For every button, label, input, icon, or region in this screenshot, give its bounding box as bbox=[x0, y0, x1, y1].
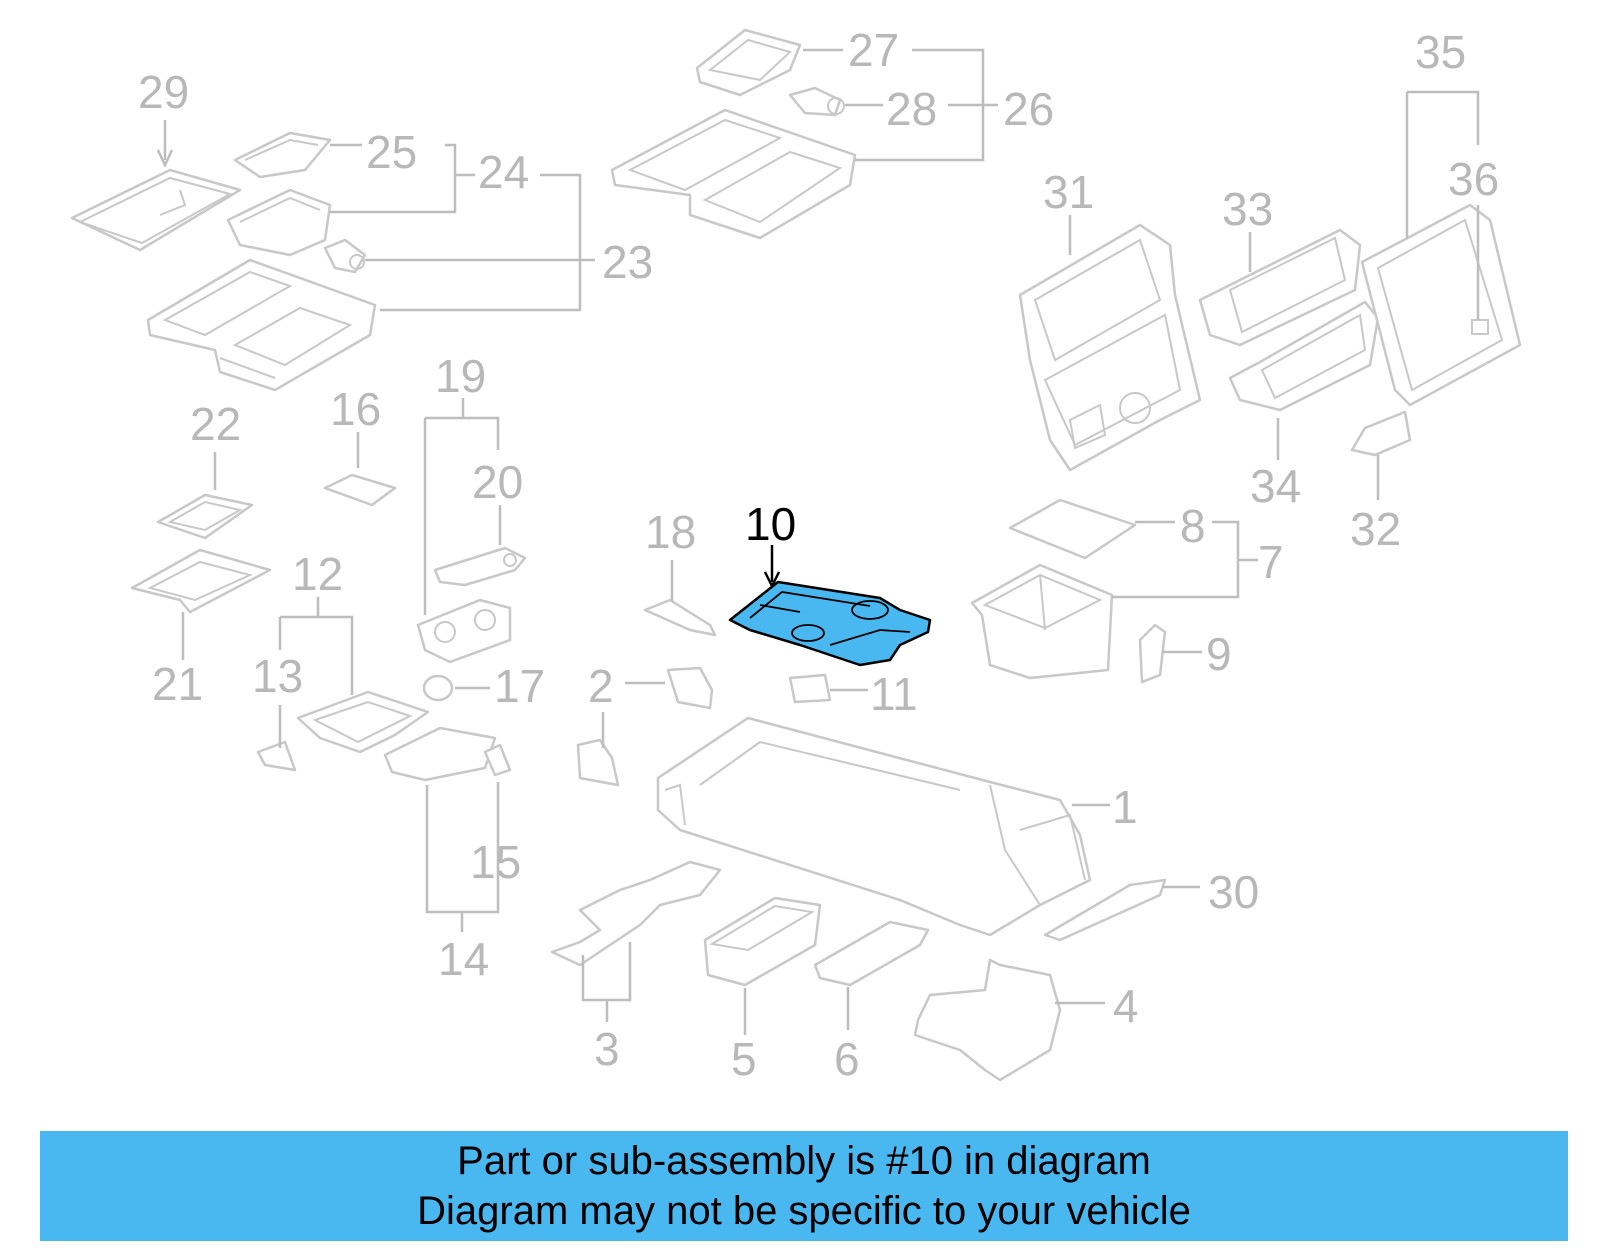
callout-23[interactable]: 23 bbox=[602, 236, 653, 288]
callout-14[interactable]: 14 bbox=[438, 933, 489, 985]
callout-26[interactable]: 26 bbox=[1003, 83, 1054, 135]
callout-3[interactable]: 3 bbox=[594, 1023, 620, 1075]
part-4-drawing bbox=[913, 958, 1062, 1082]
part-2-panel-drawing bbox=[576, 738, 620, 787]
part-32-drawing bbox=[1350, 410, 1412, 457]
part-34-drawing bbox=[1228, 300, 1380, 412]
callout-28[interactable]: 28 bbox=[886, 83, 937, 135]
part-21-drawing bbox=[130, 548, 272, 614]
part-11-drawing bbox=[788, 673, 832, 704]
part-2-drawing bbox=[666, 666, 714, 710]
callout-labels: 29 25 24 23 27 28 26 31 33 35 36 34 32 2… bbox=[138, 24, 1499, 1085]
part-19-drawing bbox=[416, 598, 512, 664]
part-26-drawing bbox=[610, 108, 857, 240]
callout-6[interactable]: 6 bbox=[834, 1033, 860, 1085]
callout-4[interactable]: 4 bbox=[1113, 980, 1139, 1032]
part-13-drawing bbox=[256, 740, 297, 772]
part-1-drawing bbox=[656, 716, 1092, 937]
part-28-drawing bbox=[788, 86, 845, 117]
callout-33[interactable]: 33 bbox=[1222, 183, 1273, 235]
part-27-drawing bbox=[695, 28, 802, 97]
callout-16[interactable]: 16 bbox=[330, 383, 381, 435]
part-7-drawing bbox=[970, 563, 1114, 680]
callout-31[interactable]: 31 bbox=[1043, 166, 1094, 218]
part-35-drawing bbox=[1360, 203, 1522, 407]
callout-1[interactable]: 1 bbox=[1112, 781, 1138, 833]
callout-17[interactable]: 17 bbox=[494, 660, 545, 712]
part-14-drawing bbox=[383, 726, 497, 782]
callout-12[interactable]: 12 bbox=[292, 548, 343, 600]
callout-10[interactable]: 10 bbox=[745, 498, 796, 550]
callout-19[interactable]: 19 bbox=[435, 350, 486, 402]
callout-11[interactable]: 11 bbox=[870, 668, 918, 720]
part-9-drawing bbox=[1138, 623, 1167, 684]
part-25-drawing bbox=[233, 131, 332, 179]
callout-9[interactable]: 9 bbox=[1206, 628, 1232, 680]
banner-line-disclaimer: Diagram may not be specific to your vehi… bbox=[417, 1189, 1191, 1233]
callout-18[interactable]: 18 bbox=[645, 506, 696, 558]
part-5-drawing bbox=[703, 896, 822, 987]
callout-29[interactable]: 29 bbox=[138, 66, 189, 118]
part-12-drawing bbox=[296, 690, 430, 754]
banner-line-part: Part or sub-assembly is #10 in diagram bbox=[457, 1139, 1151, 1183]
callout-15[interactable]: 15 bbox=[470, 836, 521, 888]
part-31-drawing bbox=[1018, 223, 1202, 472]
part-29-drawing bbox=[70, 168, 242, 252]
part-6-drawing bbox=[813, 920, 930, 987]
part-33-drawing bbox=[1198, 228, 1362, 347]
part-23-drawing bbox=[323, 238, 367, 274]
part-16-drawing bbox=[323, 473, 397, 507]
callout-35[interactable]: 35 bbox=[1415, 26, 1466, 78]
callout-8[interactable]: 8 bbox=[1180, 500, 1206, 552]
callout-25[interactable]: 25 bbox=[366, 126, 417, 178]
leader-lines bbox=[156, 48, 1480, 1035]
part-24-assembly-drawing bbox=[146, 258, 377, 392]
callout-22[interactable]: 22 bbox=[190, 398, 241, 450]
callout-24[interactable]: 24 bbox=[478, 146, 529, 198]
part-10-highlighted-drawing[interactable] bbox=[728, 580, 932, 667]
part-22-drawing bbox=[156, 493, 254, 540]
callout-7[interactable]: 7 bbox=[1258, 536, 1284, 588]
callout-21[interactable]: 21 bbox=[152, 658, 203, 710]
callout-27[interactable]: 27 bbox=[848, 24, 899, 76]
part-3-drawing bbox=[550, 860, 722, 967]
callout-30[interactable]: 30 bbox=[1208, 866, 1259, 918]
callout-20[interactable]: 20 bbox=[472, 456, 523, 508]
callout-2[interactable]: 2 bbox=[588, 660, 614, 712]
part-18-drawing bbox=[643, 598, 717, 637]
callout-13[interactable]: 13 bbox=[252, 650, 303, 702]
callout-34[interactable]: 34 bbox=[1250, 460, 1301, 512]
callout-5[interactable]: 5 bbox=[731, 1033, 757, 1085]
info-banner: Part or sub-assembly is #10 in diagram D… bbox=[40, 1131, 1568, 1241]
callout-36[interactable]: 36 bbox=[1448, 153, 1499, 205]
callout-32[interactable]: 32 bbox=[1350, 503, 1401, 555]
part-17-drawing bbox=[422, 674, 454, 702]
part-24-drawing bbox=[226, 188, 332, 257]
part-8-drawing bbox=[1008, 498, 1137, 560]
part-15-drawing bbox=[483, 743, 512, 777]
part-20-drawing bbox=[433, 546, 527, 587]
